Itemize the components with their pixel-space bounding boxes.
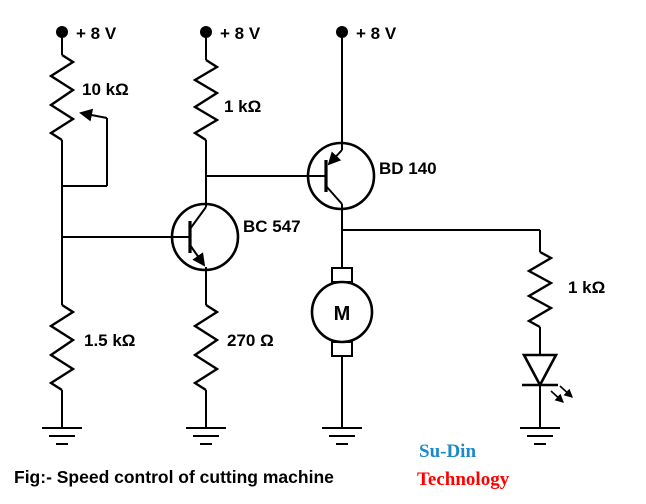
led-light-arrow-2 [559, 385, 573, 398]
led [521, 353, 573, 428]
supply-terminal-2 [200, 26, 212, 60]
resistor-270 [192, 303, 220, 428]
wire-left-column [61, 140, 190, 305]
brand-name-line1: Su-Din [419, 441, 476, 462]
ground-symbol-4 [520, 427, 560, 445]
resistor-1k5-label: 1.5 kΩ [84, 331, 135, 350]
ground-symbol-2 [186, 427, 226, 445]
supply-label-2: + 8 V [220, 24, 261, 43]
pot-wiper-arrow [79, 108, 108, 122]
supply-dot-1 [56, 26, 68, 38]
potentiometer-label: 10 kΩ [82, 80, 129, 99]
bd140-emitter-arrow [327, 149, 343, 166]
resistor-1k-collector-label: 1 kΩ [224, 97, 261, 116]
supply-dot-2 [200, 26, 212, 38]
supply-label-1: + 8 V [76, 24, 117, 43]
bd140-label: BD 140 [379, 159, 437, 178]
resistor-270-label: 270 Ω [227, 331, 274, 350]
figure-caption: Fig:- Speed control of cutting machine [14, 467, 334, 487]
bc547-label: BC 547 [243, 217, 301, 236]
supply-terminal-3 [336, 26, 348, 150]
resistor-1k-collector [192, 58, 220, 207]
led-light-arrow-1 [550, 390, 564, 403]
brand-name-line2: Technology [417, 469, 510, 490]
supply-dot-3 [336, 26, 348, 38]
potentiometer-10k [48, 53, 108, 187]
motor-label: M [334, 303, 351, 325]
resistor-1k5 [48, 303, 76, 428]
transistor-bc547 [170, 202, 240, 305]
motor: M [310, 267, 374, 428]
ground-symbol-1 [42, 427, 82, 445]
supply-terminal-1 [56, 26, 68, 55]
wire-bd140-collector-node [341, 204, 540, 268]
motor-terminal-bottom [331, 341, 353, 357]
bc547-emitter-arrow [189, 244, 206, 267]
led-triangle [521, 353, 559, 388]
supply-label-3: + 8 V [356, 24, 397, 43]
resistor-1k-led [526, 230, 554, 355]
ground-symbol-3 [322, 427, 362, 445]
motor-terminal-top [331, 267, 353, 283]
resistor-1k-led-label: 1 kΩ [568, 278, 605, 297]
